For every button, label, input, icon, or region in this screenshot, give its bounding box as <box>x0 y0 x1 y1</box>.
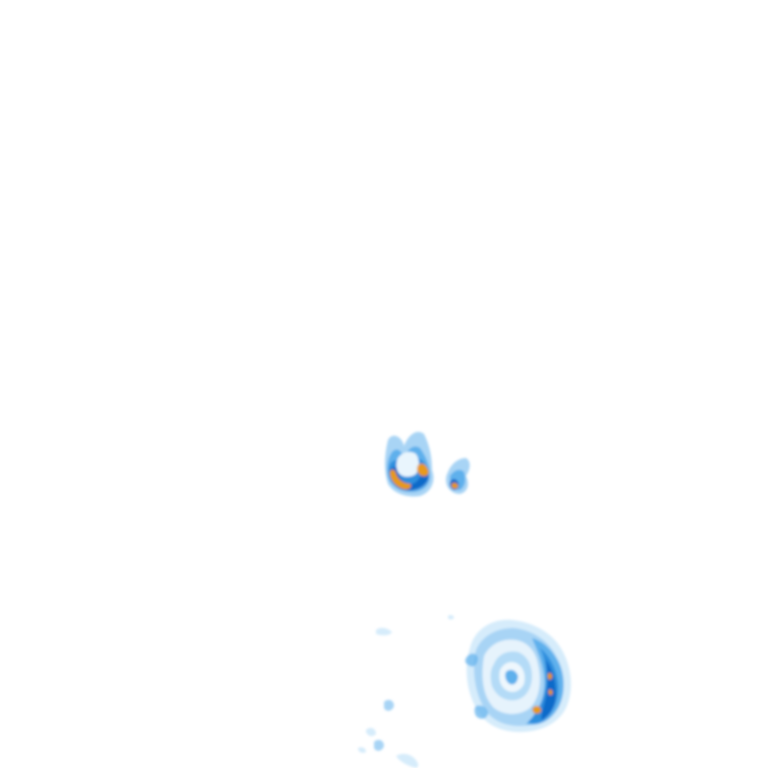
sw-scatter-3 <box>366 727 376 737</box>
sw-scatter-1 <box>376 627 392 636</box>
sw-scatter-5 <box>358 747 366 753</box>
sw-scatter-4 <box>374 739 384 751</box>
sr-center-medium <box>505 669 518 685</box>
precip-cell-north-west <box>385 431 434 497</box>
precip-cell-north-east <box>446 458 470 494</box>
nw-extreme-spot <box>417 463 429 477</box>
precip-cell-south-ring <box>465 619 571 732</box>
sr-extreme-spot-south <box>532 705 542 714</box>
precip-cell-south-west-scatter <box>358 614 454 768</box>
sr-west-medium-fringe <box>465 653 478 667</box>
sr-extreme-spot-east-1 <box>547 672 553 680</box>
ne-extreme-spot <box>451 482 459 489</box>
sr-extreme-spot-east-2 <box>548 689 553 696</box>
sw-scatter-7 <box>448 614 454 620</box>
sw-scatter-2 <box>384 699 394 711</box>
nw-extreme-arc <box>389 469 412 490</box>
sw-scatter-6 <box>396 753 419 768</box>
nw-core-hole <box>396 451 419 477</box>
sr-sw-medium-fringe <box>474 705 488 719</box>
